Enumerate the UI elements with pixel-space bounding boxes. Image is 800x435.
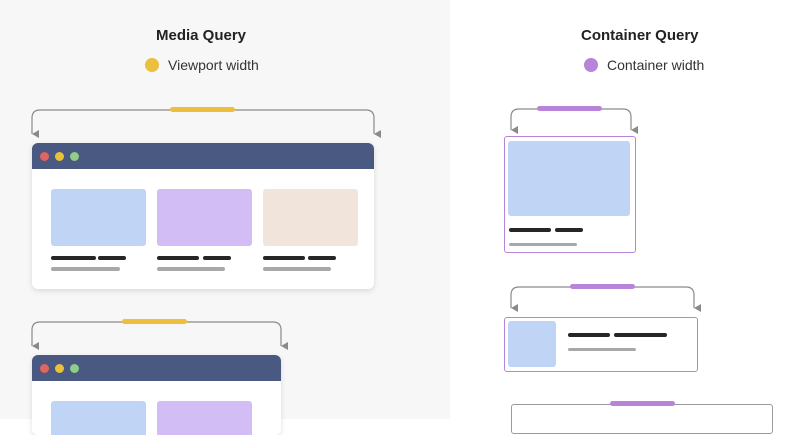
viewport-width-dot-icon xyxy=(145,58,159,72)
text-line-light xyxy=(568,348,636,351)
container-width-dot-icon xyxy=(584,58,598,72)
text-line xyxy=(568,333,610,337)
close-dot-icon xyxy=(40,151,49,161)
text-line-light xyxy=(263,267,331,271)
browser-title-bar xyxy=(32,143,374,169)
container-card-horizontal xyxy=(504,317,698,372)
card-image-blue xyxy=(51,189,146,246)
text-line-light xyxy=(157,267,225,271)
container-query-legend-label: Container width xyxy=(607,57,705,73)
text-line xyxy=(157,256,199,260)
viewport-width-marker xyxy=(122,319,187,324)
media-query-legend: Viewport width xyxy=(145,57,259,73)
container-card-stacked xyxy=(504,136,636,253)
media-query-title: Media Query xyxy=(156,27,247,44)
container-width-marker xyxy=(537,106,602,111)
viewport-width-arrow-wide xyxy=(31,109,381,138)
card-image-blue xyxy=(508,321,556,367)
container-query-title: Container Query xyxy=(581,27,699,44)
maximize-dot-icon xyxy=(70,363,79,373)
text-line xyxy=(263,256,305,260)
container-width-marker xyxy=(610,401,675,406)
text-line xyxy=(509,228,551,232)
media-query-legend-label: Viewport width xyxy=(168,57,259,73)
card-image-beige xyxy=(263,189,358,246)
viewport-width-arrow-narrow xyxy=(31,321,288,350)
maximize-dot-icon xyxy=(70,151,79,161)
container-width-arrow-stacked xyxy=(510,108,638,134)
width-indicators xyxy=(31,106,701,406)
minimize-dot-icon xyxy=(55,363,64,373)
container-width-marker xyxy=(570,284,635,289)
text-line xyxy=(98,256,126,260)
viewport-width-marker xyxy=(170,107,235,112)
text-line-light xyxy=(51,267,120,271)
browser-title-bar xyxy=(32,355,281,381)
text-line-light xyxy=(509,243,577,246)
close-dot-icon xyxy=(40,363,49,373)
text-line xyxy=(614,333,667,337)
container-width-arrow-horizontal xyxy=(510,286,701,312)
text-line xyxy=(51,256,96,260)
card-image-blue xyxy=(508,141,630,216)
text-line xyxy=(308,256,336,260)
text-line xyxy=(203,256,231,260)
card-image-purple xyxy=(157,189,252,246)
minimize-dot-icon xyxy=(55,151,64,161)
browser-window-wide xyxy=(32,143,374,289)
text-line xyxy=(555,228,583,232)
container-query-legend: Container width xyxy=(584,57,704,73)
